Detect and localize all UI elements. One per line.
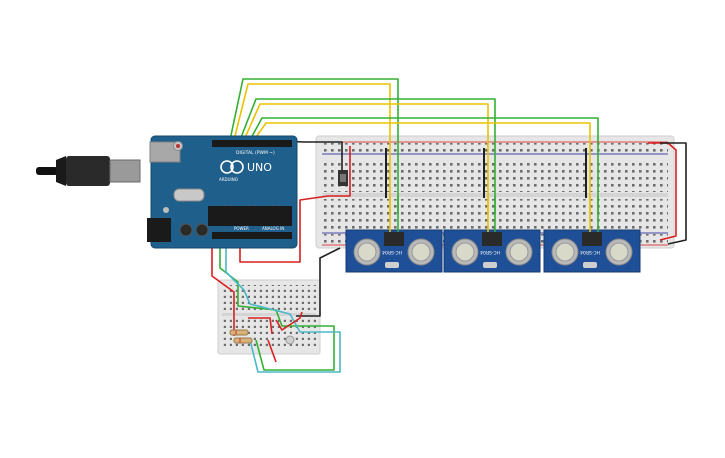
wire-yellow-1	[233, 83, 391, 214]
wire-red-small-3	[275, 311, 303, 331]
wire-group[interactable]	[211, 78, 687, 373]
wire-yellow-3	[253, 122, 591, 214]
wire-red-bottom	[267, 339, 277, 363]
wire-green-2	[239, 98, 496, 214]
arduino-board[interactable]: UNO ARDUINO DIGITAL (PWM ~) POWER ANALOG…	[147, 135, 298, 249]
arduino-power-label: POWER	[234, 226, 249, 231]
resistors	[229, 329, 253, 344]
wire-black-small	[296, 247, 341, 317]
sensor-1[interactable]: HC-SR04	[345, 229, 443, 273]
wire-red-small-2	[248, 317, 273, 335]
push-button[interactable]	[338, 170, 348, 186]
wire-green-1	[229, 78, 399, 214]
wire-green-3	[249, 117, 599, 214]
wire-black-rail	[660, 142, 687, 245]
wire-cyan-small	[225, 238, 341, 373]
sensor-wires	[389, 196, 599, 232]
arduino-digital-label: DIGITAL (PWM ~)	[236, 150, 275, 156]
wire-yellow-2	[243, 103, 489, 214]
arduino-analog-label: ANALOG IN	[262, 226, 284, 231]
sensor-2[interactable]: HC-SR04	[443, 229, 541, 273]
usb-cable	[36, 156, 141, 186]
wire-red-5v	[239, 146, 351, 263]
sensor-3-label: HC-SR04	[580, 249, 600, 255]
arduino-brand: ARDUINO	[219, 177, 238, 182]
sensor-3[interactable]: HC-SR04	[543, 229, 641, 273]
led	[285, 335, 295, 345]
breadboard-jumpers	[385, 148, 587, 198]
wire-red-small	[211, 238, 235, 336]
sensor-1-label: HC-SR04	[382, 249, 402, 255]
sensor-2-label: HC-SR04	[480, 249, 500, 255]
arduino-board-name: UNO	[247, 161, 272, 174]
